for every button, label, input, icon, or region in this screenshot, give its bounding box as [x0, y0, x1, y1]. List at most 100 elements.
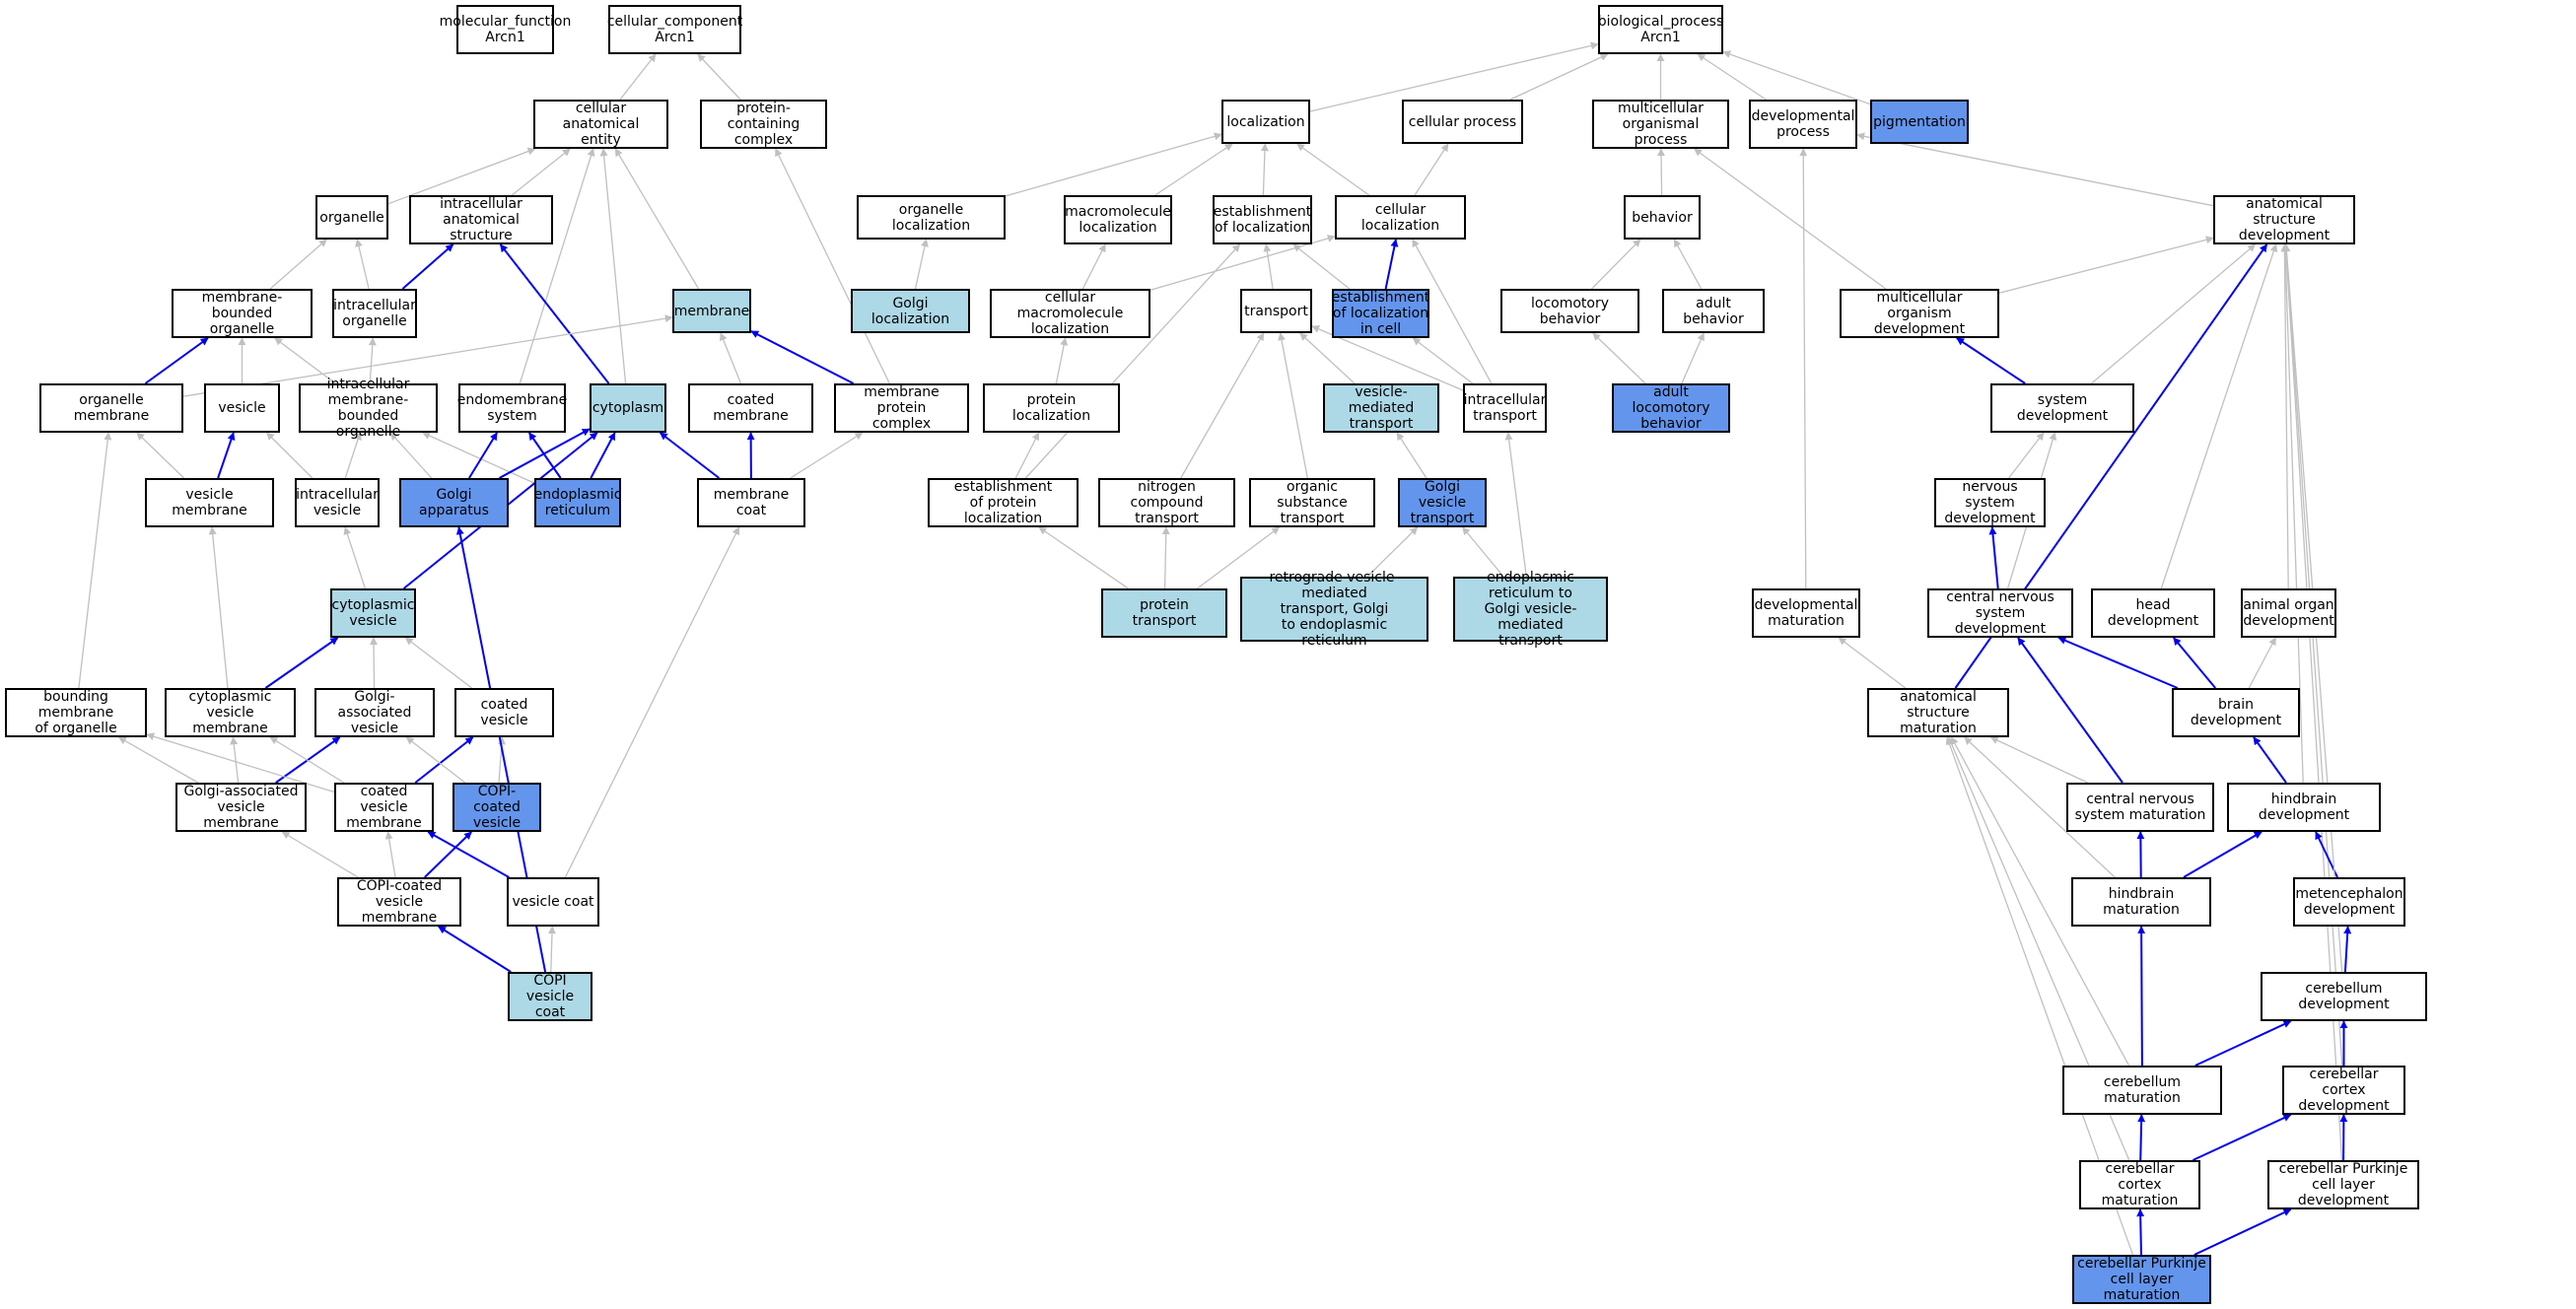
- node-cvm[interactable]: cytoplasmic vesicle membrane: [165, 688, 296, 737]
- node-copicvm[interactable]: COPI-coated vesicle membrane: [337, 877, 461, 927]
- edge-cbmat-to-cbdev: [2194, 1020, 2292, 1067]
- node-eopl[interactable]: establishment of protein localization: [928, 478, 1079, 527]
- node-gavm[interactable]: Golgi-associated vesicle membrane: [175, 783, 307, 832]
- node-orgloc[interactable]: organelle localization: [857, 195, 1006, 240]
- node-headdev[interactable]: head development: [2091, 588, 2215, 638]
- node-hbdev[interactable]: hindbrain development: [2227, 783, 2381, 832]
- edge-pig-to-bp: [1722, 50, 1871, 105]
- edge-er-to-cytoplasm: [590, 432, 616, 479]
- node-vescoat[interactable]: vesicle coat: [507, 877, 599, 927]
- node-cc[interactable]: cellular_component Arcn1: [607, 5, 742, 54]
- node-ost[interactable]: organic substance transport: [1249, 478, 1375, 527]
- node-mod[interactable]: multicellular organism development: [1840, 289, 1999, 338]
- node-celloc[interactable]: cellular localization: [1335, 195, 1466, 240]
- edge-eopl-to-protloc: [1014, 432, 1040, 479]
- edge-ertogolgi-to-ictrans: [1504, 432, 1527, 578]
- node-asm[interactable]: anatomical structure maturation: [1867, 688, 2009, 737]
- node-behav[interactable]: behavior: [1624, 195, 1701, 240]
- node-ccmat[interactable]: cerebellar cortex maturation: [2079, 1160, 2200, 1209]
- node-macloc[interactable]: macromolecule localization: [1064, 195, 1172, 244]
- node-bp[interactable]: biological_process Arcn1: [1598, 5, 1723, 54]
- node-cbdev[interactable]: cerebellum development: [2261, 972, 2427, 1021]
- node-cpclm[interactable]: cerebellar Purkinje cell layer maturatio…: [2072, 1255, 2211, 1304]
- edge-icorg-to-organelle: [355, 239, 370, 290]
- node-hbmat[interactable]: hindbrain maturation: [2071, 877, 2211, 927]
- node-er[interactable]: endoplasmic reticulum: [534, 478, 621, 527]
- edge-gavm-to-cvm: [230, 736, 240, 784]
- node-locobeh[interactable]: locomotory behavior: [1500, 289, 1639, 333]
- node-metdev[interactable]: metencephalon development: [2293, 877, 2405, 927]
- node-mbo[interactable]: membrane-bounded organelle: [172, 289, 313, 338]
- node-cmacloc[interactable]: cellular macromolecule localization: [990, 289, 1150, 338]
- node-copives[interactable]: COPI-coated vesicle: [453, 783, 541, 832]
- node-orgmem[interactable]: organelle membrane: [39, 383, 183, 433]
- edge-copicvm-to-gavm: [281, 831, 359, 878]
- node-gvt[interactable]: Golgi vesicle transport: [1398, 478, 1487, 527]
- node-adultbeh[interactable]: adult behavior: [1662, 289, 1765, 333]
- node-sysdev[interactable]: system development: [1990, 383, 2134, 433]
- node-cae[interactable]: cellular anatomical entity: [533, 100, 668, 149]
- node-prottrans[interactable]: protein transport: [1101, 588, 1227, 638]
- node-cpcld[interactable]: cerebellar Purkinje cell layer developme…: [2267, 1160, 2419, 1209]
- node-ertogolgi[interactable]: endoplasmic reticulum to Golgi vesicle-m…: [1453, 570, 1608, 649]
- node-mf[interactable]: molecular_function Arcn1: [440, 5, 571, 54]
- node-ictrans[interactable]: intracellular transport: [1463, 383, 1547, 433]
- node-loc[interactable]: localization: [1221, 100, 1310, 144]
- node-endosys[interactable]: endomembrane system: [457, 383, 567, 433]
- edge-cmacloc-to-celloc: [1149, 235, 1336, 291]
- node-eolcell[interactable]: establishment of localization in cell: [1331, 289, 1430, 338]
- node-mop[interactable]: multicellular organismal process: [1592, 100, 1729, 149]
- node-golgiloc[interactable]: Golgi localization: [851, 289, 970, 333]
- node-imbo[interactable]: intracellular membrane-bounded organelle: [299, 377, 438, 440]
- node-cvmem[interactable]: coated vesicle membrane: [334, 783, 434, 832]
- edge-cbmat-to-hbmat: [2137, 926, 2146, 1067]
- node-membrane[interactable]: membrane: [672, 289, 751, 333]
- node-cnsm[interactable]: central nervous system maturation: [2066, 783, 2214, 832]
- node-bmo[interactable]: bounding membrane of organelle: [5, 688, 147, 737]
- edge-hbmat-to-asm: [1964, 736, 2116, 878]
- node-mpc[interactable]: membrane protein complex: [834, 383, 969, 433]
- edge-macloc-to-loc: [1154, 143, 1233, 196]
- node-coatmem[interactable]: coated membrane: [688, 383, 813, 433]
- edge-celloc-to-loc: [1296, 143, 1370, 196]
- edge-vescoat-to-memcoat: [564, 526, 740, 878]
- node-asd[interactable]: anatomical structure development: [2213, 195, 2355, 244]
- node-eol[interactable]: establishment of localization: [1213, 195, 1312, 244]
- node-devp[interactable]: developmental process: [1749, 100, 1857, 149]
- node-pig[interactable]: pigmentation: [1870, 100, 1969, 144]
- node-copicoat[interactable]: COPI vesicle coat: [508, 972, 592, 1021]
- node-organelle[interactable]: organelle: [315, 195, 388, 240]
- node-cytoplasm[interactable]: cytoplasm: [590, 383, 666, 433]
- node-icves[interactable]: intracellular vesicle: [295, 478, 380, 527]
- edge-gavm-to-bmo: [117, 736, 199, 784]
- node-transport[interactable]: transport: [1240, 289, 1312, 333]
- edge-headdev-to-asd: [2160, 243, 2278, 589]
- edge-ccmat-to-cbmat: [2137, 1114, 2146, 1161]
- node-vmt[interactable]: vesicle-mediated transport: [1323, 383, 1439, 433]
- edge-cnsm-to-asm: [1989, 736, 2088, 784]
- edge-copicoat-to-vescoat: [547, 926, 556, 973]
- node-icorg[interactable]: intracellular organelle: [332, 289, 417, 338]
- node-coatves[interactable]: coated vesicle: [454, 688, 554, 737]
- node-vesmem[interactable]: vesicle membrane: [145, 478, 274, 527]
- node-devmat[interactable]: developmental maturation: [1752, 588, 1860, 638]
- node-gav[interactable]: Golgi-associated vesicle: [314, 688, 435, 737]
- node-protloc[interactable]: protein localization: [983, 383, 1120, 433]
- node-cproc[interactable]: cellular process: [1402, 100, 1523, 144]
- node-retro[interactable]: retrograde vesicle-mediated transport, G…: [1240, 570, 1428, 649]
- node-pcc[interactable]: protein-containing complex: [700, 100, 827, 149]
- node-vesicle[interactable]: vesicle: [204, 383, 280, 433]
- node-braindev[interactable]: brain development: [2172, 688, 2300, 737]
- node-ccdev[interactable]: cerebellar cortex development: [2282, 1066, 2405, 1115]
- node-memcoat[interactable]: membrane coat: [697, 478, 805, 527]
- node-cbmat[interactable]: cerebellum maturation: [2062, 1066, 2222, 1115]
- edge-cvmem-to-cvm: [269, 736, 345, 784]
- node-nsd[interactable]: nervous system development: [1934, 478, 2046, 527]
- node-nct[interactable]: nitrogen compound transport: [1098, 478, 1235, 527]
- node-cnsd[interactable]: central nervous system development: [1927, 588, 2073, 638]
- node-ias[interactable]: intracellular anatomical structure: [409, 195, 553, 244]
- node-alb[interactable]: adult locomotory behavior: [1612, 383, 1730, 433]
- node-golgi[interactable]: Golgi apparatus: [399, 478, 509, 527]
- node-cytves[interactable]: cytoplasmic vesicle: [330, 588, 416, 638]
- node-aod[interactable]: animal organ development: [2241, 588, 2336, 638]
